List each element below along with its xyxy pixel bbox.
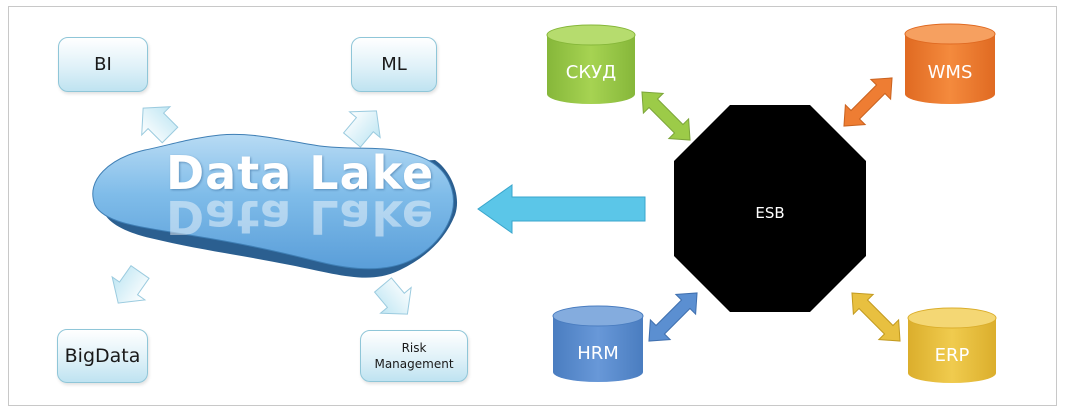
risk-label-line2: Management xyxy=(374,357,454,371)
skud-esb-arrow-icon xyxy=(641,91,691,141)
data-lake-title: Data Lake xyxy=(166,146,435,200)
hrm-label: HRM xyxy=(577,343,619,364)
esb-label: ESB xyxy=(755,204,785,222)
bi-box: BI xyxy=(58,37,148,92)
wms-database-icon xyxy=(904,23,996,104)
arrow-to-ml-icon xyxy=(342,110,381,148)
bi-label: BI xyxy=(94,54,112,75)
ml-label: ML xyxy=(381,54,407,75)
wms-esb-arrow-icon xyxy=(843,77,893,127)
esb-to-lake-arrow-icon xyxy=(477,184,646,234)
arrow-to-bigdata-icon xyxy=(111,264,150,304)
ml-box: ML xyxy=(351,37,437,92)
skud-label: СКУД xyxy=(565,62,617,83)
bigdata-label: BigData xyxy=(64,345,141,367)
wms-label: WMS xyxy=(927,62,973,83)
risk-label-line1: Risk xyxy=(401,341,427,355)
esb-hub-octagon xyxy=(674,105,866,312)
hrm-database-icon xyxy=(552,305,644,382)
skud-database-icon xyxy=(546,24,636,104)
risk-management-box: Risk Management xyxy=(360,330,468,382)
erp-label: ERP xyxy=(934,345,970,366)
data-lake-shape xyxy=(92,133,454,270)
hrm-esb-arrow-icon xyxy=(648,292,698,342)
data-lake-title-reflection: Data Lake xyxy=(166,190,435,244)
arrow-to-bi-icon xyxy=(141,106,179,144)
bigdata-box: BigData xyxy=(57,329,148,383)
erp-database-icon xyxy=(907,307,997,383)
erp-esb-arrow-icon xyxy=(851,292,901,342)
arrow-to-risk-icon xyxy=(373,277,412,315)
